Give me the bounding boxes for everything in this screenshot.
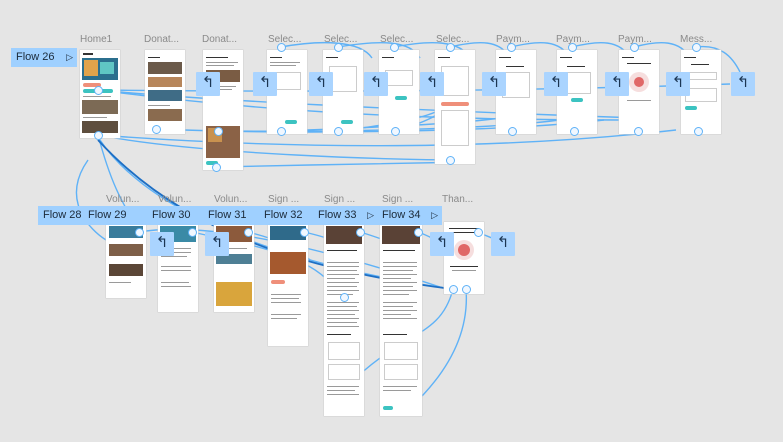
play-icon[interactable]: ▷ xyxy=(367,210,374,220)
play-icon[interactable]: ▷ xyxy=(66,52,73,62)
frame-select-4[interactable] xyxy=(435,50,475,164)
connector-line xyxy=(97,129,677,147)
connector-line xyxy=(75,159,107,241)
hotspot[interactable] xyxy=(94,86,103,95)
hotspot[interactable] xyxy=(507,43,516,52)
hotspot[interactable] xyxy=(570,127,579,136)
frame-label-donate-2: Donat... xyxy=(202,34,238,45)
back-arrow-icon[interactable]: ↰ xyxy=(205,232,229,256)
frame-label-donate-1: Donat... xyxy=(144,34,180,45)
hotspot[interactable] xyxy=(446,156,455,165)
hotspot[interactable] xyxy=(414,228,423,237)
hotspot[interactable] xyxy=(508,127,517,136)
back-arrow-icon[interactable]: ↰ xyxy=(309,72,333,96)
frame-label-select-2: Selec... xyxy=(324,34,358,45)
hotspot[interactable] xyxy=(390,43,399,52)
frame-label-volunteer-3: Volun... xyxy=(214,194,248,205)
hotspot[interactable] xyxy=(340,293,349,302)
hotspot[interactable] xyxy=(630,43,639,52)
hotspot[interactable] xyxy=(244,228,253,237)
hotspot[interactable] xyxy=(277,127,286,136)
hotspot[interactable] xyxy=(391,127,400,136)
frame-label-sign-1: Sign ... xyxy=(268,194,300,205)
frame-message[interactable] xyxy=(681,50,721,134)
hotspot[interactable] xyxy=(300,228,309,237)
back-arrow-icon[interactable]: ↰ xyxy=(491,232,515,256)
flow-label: Flow 32 xyxy=(264,209,303,221)
hotspot[interactable] xyxy=(568,43,577,52)
back-arrow-icon[interactable]: ↰ xyxy=(605,72,629,96)
flow-33-badge[interactable]: Flow 33 ▷ xyxy=(314,206,378,225)
frame-label-payment-2: Paym... xyxy=(556,34,590,45)
hotspot[interactable] xyxy=(277,43,286,52)
frame-label-thank-you: Than... xyxy=(442,194,474,205)
frame-home1[interactable] xyxy=(80,50,120,138)
flow-label: Flow 34 xyxy=(382,209,421,221)
flow-label: Flow 30 xyxy=(152,209,191,221)
flow-label: Flow 26 xyxy=(16,51,55,63)
frame-label-volunteer-2: Volun... xyxy=(158,194,192,205)
back-arrow-icon[interactable]: ↰ xyxy=(150,232,174,256)
hotspot[interactable] xyxy=(694,127,703,136)
hotspot[interactable] xyxy=(449,285,458,294)
back-arrow-icon[interactable]: ↰ xyxy=(544,72,568,96)
frame-label-message: Mess... xyxy=(680,34,713,45)
frame-label-select-1: Selec... xyxy=(268,34,302,45)
frame-label-volunteer-1: Volun... xyxy=(106,194,140,205)
hotspot[interactable] xyxy=(446,43,455,52)
frame-label-sign-2: Sign ... xyxy=(324,194,356,205)
hotspot[interactable] xyxy=(462,285,471,294)
frame-label-select-4: Selec... xyxy=(436,34,470,45)
flow-26-badge[interactable]: Flow 26 ▷ xyxy=(11,48,77,67)
back-arrow-icon[interactable]: ↰ xyxy=(253,72,277,96)
frame-label-sign-3: Sign ... xyxy=(382,194,414,205)
flow-label: Flow 29 xyxy=(88,209,127,221)
connector-line xyxy=(695,45,741,73)
flow-34-badge[interactable]: Flow 34 ▷ xyxy=(378,206,442,225)
back-arrow-icon[interactable]: ↰ xyxy=(196,72,220,96)
frame-label-select-3: Selec... xyxy=(380,34,414,45)
flow-label: Flow 31 xyxy=(208,209,247,221)
flow-label: Flow 33 xyxy=(318,209,357,221)
frame-volunteer-3[interactable] xyxy=(214,222,254,312)
frame-label-home1: Home1 xyxy=(80,34,113,45)
hotspot[interactable] xyxy=(334,127,343,136)
back-arrow-icon[interactable]: ↰ xyxy=(482,72,506,96)
back-arrow-icon[interactable]: ↰ xyxy=(420,72,444,96)
hotspot[interactable] xyxy=(692,43,701,52)
hotspot[interactable] xyxy=(94,131,103,140)
hotspot[interactable] xyxy=(356,228,365,237)
hotspot[interactable] xyxy=(135,228,144,237)
hotspot[interactable] xyxy=(634,127,643,136)
flow-30-badge[interactable]: Flow 30 xyxy=(136,206,198,225)
back-arrow-icon[interactable]: ↰ xyxy=(731,72,755,96)
hotspot[interactable] xyxy=(334,43,343,52)
frame-sign-3[interactable] xyxy=(380,222,422,416)
flow-label: Flow 28 xyxy=(43,209,82,221)
back-arrow-icon[interactable]: ↰ xyxy=(666,72,690,96)
flow-28-badge[interactable]: Flow 28 xyxy=(38,206,136,225)
frame-label-payment-3: Paym... xyxy=(618,34,652,45)
frame-donate-2[interactable] xyxy=(203,50,243,170)
hotspot[interactable] xyxy=(474,228,483,237)
frame-donate-1[interactable] xyxy=(145,50,185,134)
connector-line xyxy=(215,161,471,168)
frame-sign-1[interactable] xyxy=(268,222,308,346)
hotspot[interactable] xyxy=(188,228,197,237)
play-icon[interactable]: ▷ xyxy=(431,210,438,220)
back-arrow-icon[interactable]: ↰ xyxy=(430,232,454,256)
flow-31-badge[interactable]: Flow 31 xyxy=(198,206,258,225)
back-arrow-icon[interactable]: ↰ xyxy=(364,72,388,96)
hotspot[interactable] xyxy=(214,127,223,136)
flow-32-badge[interactable]: Flow 32 xyxy=(258,206,314,225)
hotspot[interactable] xyxy=(152,125,161,134)
flow-29-badge[interactable]: Flow 29 xyxy=(83,206,143,225)
frame-label-payment-1: Paym... xyxy=(496,34,530,45)
frame-sign-2[interactable] xyxy=(324,222,364,416)
hotspot[interactable] xyxy=(212,163,221,172)
frame-volunteer-1[interactable] xyxy=(106,222,146,298)
frame-payment-3[interactable] xyxy=(619,50,659,134)
